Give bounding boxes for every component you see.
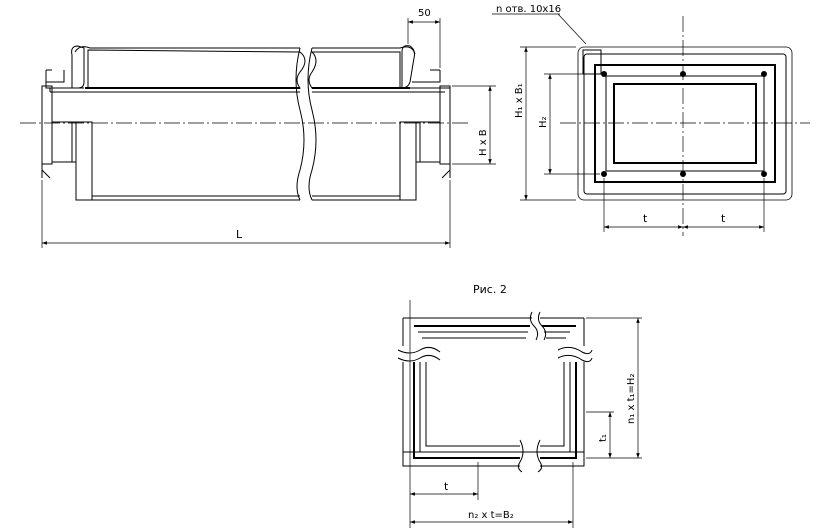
insulation-cushion bbox=[50, 46, 445, 93]
dim-height: H x B bbox=[452, 85, 496, 165]
dim-hxb-label: H x B bbox=[478, 129, 489, 156]
frame-outline bbox=[397, 311, 593, 473]
figure-caption: Рис. 2 bbox=[473, 283, 507, 296]
dim-n2t-label: n₂ x t=B₂ bbox=[468, 510, 514, 521]
left-flange bbox=[41, 45, 93, 201]
duct-opening bbox=[613, 83, 757, 164]
dim-flange-width: 50 bbox=[407, 8, 441, 68]
dim-frame-bottom: t n₂ x t=B₂ bbox=[409, 300, 574, 528]
dim-t1-label: t₁ bbox=[598, 434, 609, 442]
dim-50-label: 50 bbox=[418, 8, 431, 19]
flange-frame bbox=[594, 64, 776, 183]
side-view: 50 H x B L bbox=[20, 8, 496, 248]
frame-view: Рис. 2 bbox=[397, 283, 642, 528]
dim-h2-label: H₂ bbox=[538, 116, 549, 128]
dim-t-right-label: t bbox=[721, 212, 726, 225]
dim-l-label: L bbox=[236, 228, 243, 241]
dim-length: L bbox=[41, 180, 451, 248]
dim-outer: H₁ x B₁ bbox=[514, 46, 576, 201]
dim-frame-right: t₁ n₁ x t₁=H₂ bbox=[586, 317, 642, 459]
duct-body bbox=[92, 47, 400, 201]
dim-t-bottom-label: t bbox=[444, 480, 449, 493]
dim-n1t1-label: n₁ x t₁=H₂ bbox=[626, 374, 637, 424]
dim-inner: H₂ bbox=[538, 73, 600, 175]
holes-note: n отв. 10x16 bbox=[492, 4, 587, 45]
right-flange bbox=[399, 45, 451, 201]
dim-h1b1-label: H₁ x B₁ bbox=[514, 83, 525, 118]
holes-note-label: n отв. 10x16 bbox=[496, 4, 561, 15]
outer-flange-rect bbox=[577, 46, 793, 201]
dim-pitch: t t bbox=[603, 178, 765, 232]
dim-t-left-label: t bbox=[643, 212, 648, 225]
bolt-holes bbox=[601, 71, 767, 177]
end-view: n отв. 10x16 H₁ x B₁ H₂ t t bbox=[492, 4, 810, 236]
